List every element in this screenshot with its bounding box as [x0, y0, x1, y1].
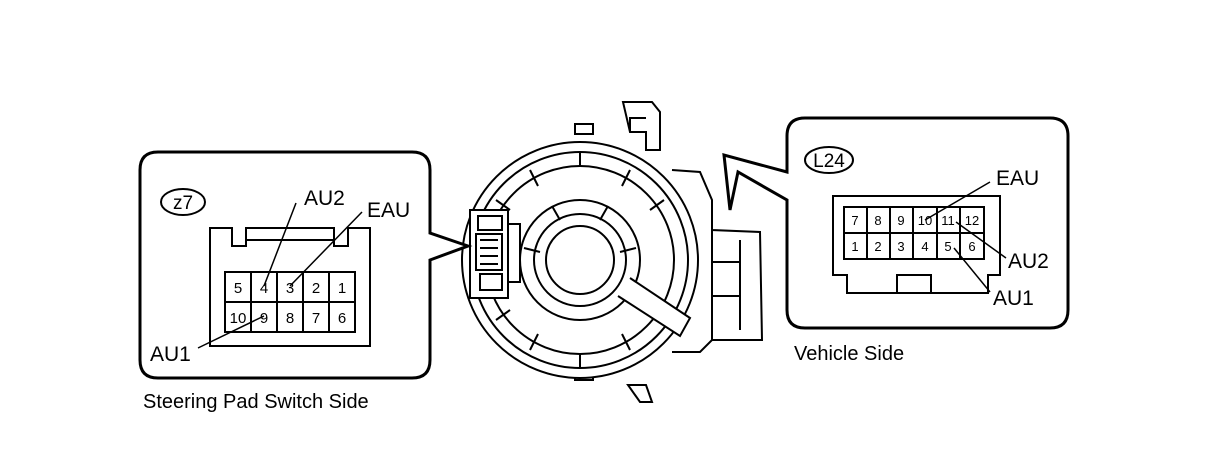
left-pin-6: 6	[338, 310, 346, 327]
left-pin-4: 4	[260, 280, 268, 297]
right-pin-6: 6	[968, 239, 975, 254]
right-connector-id-oval	[804, 146, 854, 174]
right-pin-7: 7	[851, 213, 858, 228]
left-pin-10: 10	[230, 310, 247, 327]
right-au1-leader	[953, 247, 991, 293]
left-au2-leader	[263, 202, 297, 287]
left-au1-leader	[197, 315, 265, 349]
right-pin-2: 2	[874, 239, 881, 254]
right-caption: Vehicle Side	[794, 343, 904, 365]
left-pin-5: 5	[234, 280, 242, 297]
right-pin-10: 10	[918, 213, 932, 228]
left-caption: Steering Pad Switch Side	[143, 391, 369, 413]
left-pin-1: 1	[338, 280, 346, 297]
left-pin-8: 8	[286, 310, 294, 327]
left-pin-7: 7	[312, 310, 320, 327]
right-connector-id: L24	[813, 151, 845, 172]
right-pin-9: 9	[897, 213, 904, 228]
right-pin-5: 5	[944, 239, 951, 254]
left-connector-key	[245, 227, 335, 241]
right-pin-12: 12	[965, 213, 979, 228]
right-label-au2: AU2	[1008, 250, 1049, 273]
left-callout: z7 5 4 3 2 1 10 9 8 7 6 AU2 EAU AU1	[138, 150, 473, 380]
left-pin-2: 2	[312, 280, 320, 297]
right-pin-1: 1	[851, 239, 858, 254]
left-connector-id-oval	[160, 188, 206, 216]
spiral-cable-assembly	[461, 101, 764, 403]
right-au2-leader	[955, 221, 1007, 259]
right-eau-leader	[924, 181, 991, 221]
left-label-eau: EAU	[367, 199, 410, 222]
right-pin-8: 8	[874, 213, 881, 228]
left-label-au2: AU2	[304, 187, 345, 210]
right-pin-3: 3	[897, 239, 904, 254]
left-pin-9: 9	[260, 310, 268, 327]
left-connector-id: z7	[173, 193, 193, 214]
right-pin-4: 4	[921, 239, 928, 254]
right-connector-key	[896, 274, 932, 294]
right-callout: L24 7 8 9 10 11 12 1 2 3 4 5 6 EAU AU2 A…	[722, 116, 1070, 330]
right-label-au1: AU1	[993, 287, 1034, 310]
left-pin-3: 3	[286, 280, 294, 297]
right-pin-11: 11	[941, 213, 955, 228]
left-eau-leader	[289, 211, 363, 287]
left-label-au1: AU1	[150, 343, 191, 366]
right-label-eau: EAU	[996, 167, 1039, 190]
